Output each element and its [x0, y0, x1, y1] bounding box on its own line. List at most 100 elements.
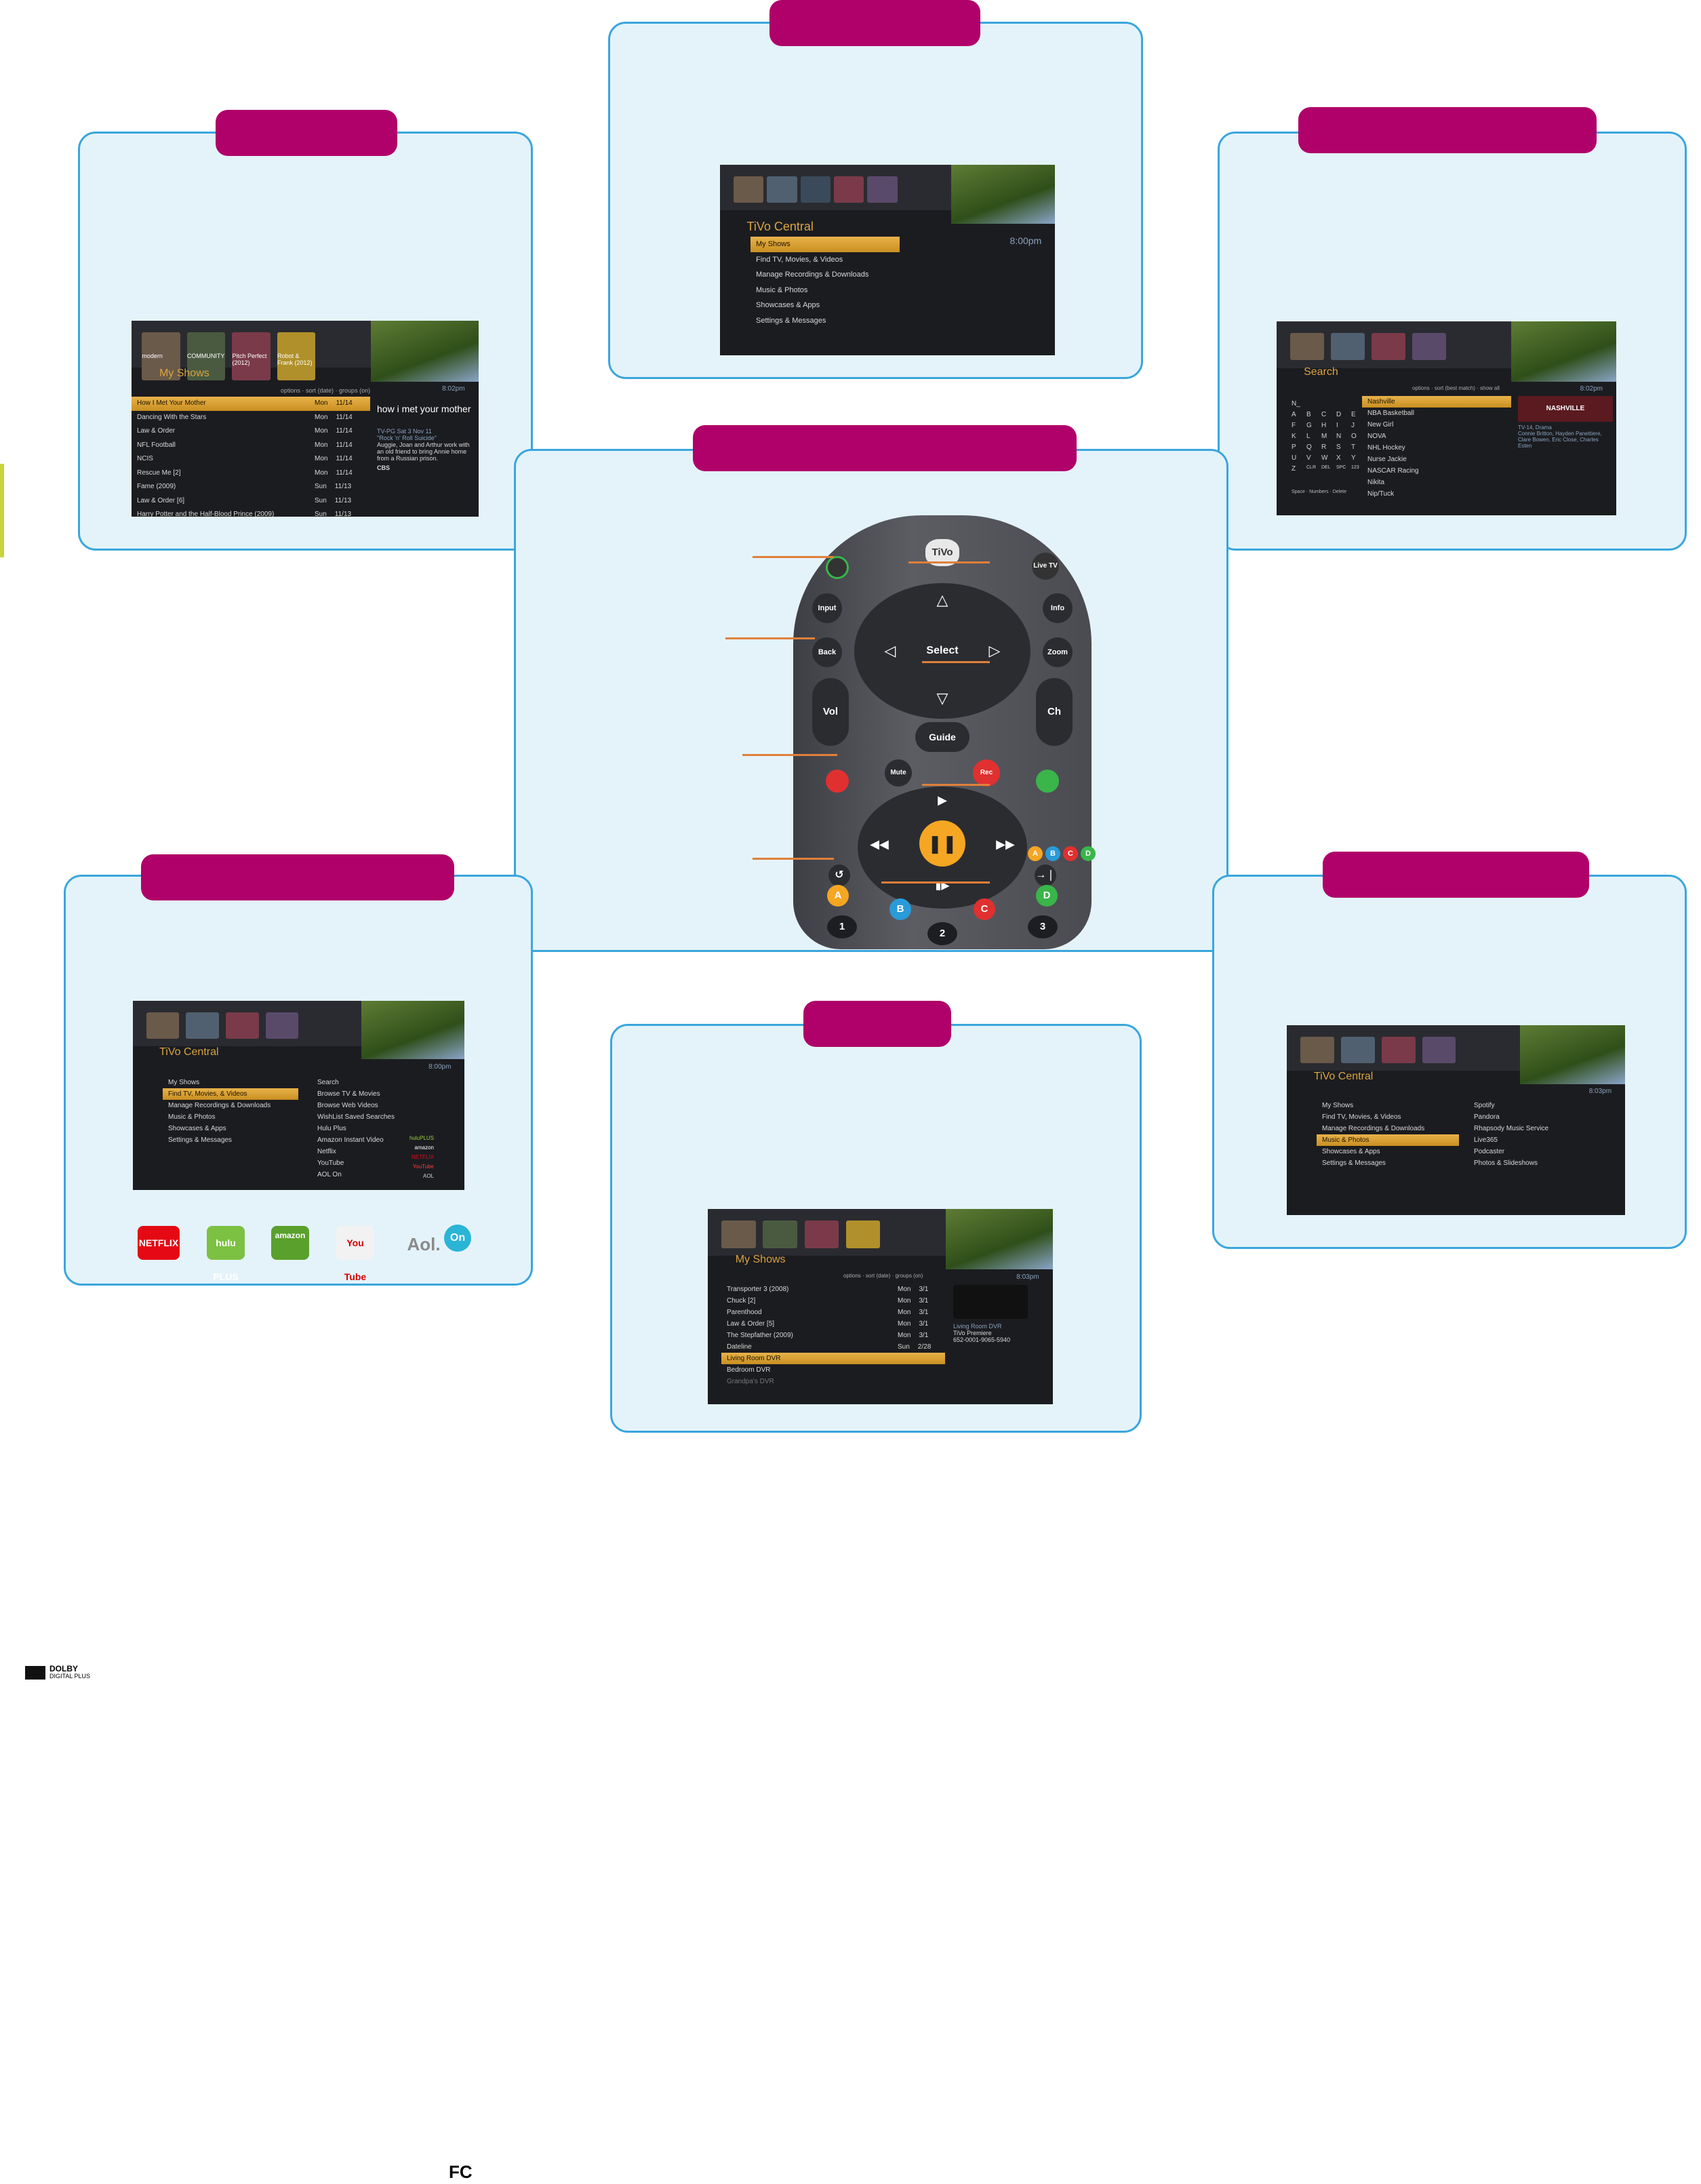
key-numbers[interactable]: Numbers	[1309, 490, 1329, 494]
key-letter[interactable]: F	[1292, 422, 1296, 429]
key-letter[interactable]: 123	[1351, 465, 1359, 470]
submenu-item[interactable]: AOL On	[317, 1171, 342, 1178]
spotify-item[interactable]: Spotify	[1474, 1102, 1495, 1109]
key-letter[interactable]: H	[1321, 422, 1327, 429]
menu-item-showcases-apps[interactable]: Showcases & Apps	[1322, 1148, 1380, 1155]
submenu-item[interactable]: Browse TV & Movies	[317, 1090, 380, 1098]
zoom-button[interactable]: Zoom	[1043, 637, 1073, 667]
up-arrow-icon[interactable]: △	[936, 591, 948, 608]
submenu-item[interactable]: Search	[317, 1079, 339, 1086]
key-letter[interactable]: Y	[1351, 454, 1356, 462]
key-letter[interactable]: G	[1306, 422, 1312, 429]
down-arrow-icon[interactable]: ▽	[936, 690, 948, 707]
rhapsody-item[interactable]: Rhapsody Music Service	[1474, 1125, 1549, 1132]
key-letter[interactable]: N	[1336, 433, 1342, 440]
submenu-item[interactable]: Amazon Instant Video	[317, 1136, 384, 1144]
list-item[interactable]: New Girl	[1367, 421, 1394, 429]
menu-item-my-shows[interactable]: My Shows	[1322, 1102, 1354, 1109]
list-item[interactable]: NHL Hockey	[1367, 444, 1405, 452]
list-item[interactable]: Nurse Jackie	[1367, 456, 1407, 463]
mute-button[interactable]: Mute	[885, 759, 912, 787]
key-letter[interactable]: J	[1351, 422, 1355, 429]
list-item[interactable]: NBA Basketball	[1367, 410, 1414, 417]
right-arrow-icon[interactable]: ▷	[988, 642, 1001, 659]
menu-item-music-photos[interactable]: Music & Photos	[168, 1113, 216, 1121]
menu-item-manage-recordings[interactable]: Manage Recordings & Downloads	[1322, 1125, 1425, 1132]
submenu-item[interactable]: Browse Web Videos	[317, 1102, 378, 1109]
info-button[interactable]: Info	[1043, 593, 1073, 623]
left-arrow-icon[interactable]: ◁	[884, 642, 896, 659]
live365-item[interactable]: Live365	[1474, 1136, 1498, 1144]
menu-item-manage-recordings[interactable]: Manage Recordings & Downloads	[756, 271, 869, 279]
submenu-item[interactable]: Netflix	[317, 1148, 336, 1155]
menu-item-settings[interactable]: Settings & Messages	[756, 316, 826, 325]
key-letter[interactable]: CLR	[1306, 465, 1317, 470]
thumbs-down-icon[interactable]	[826, 770, 849, 793]
key-letter[interactable]: K	[1292, 433, 1296, 440]
thumb-show[interactable]: COMMUNITY	[186, 332, 226, 380]
slow-icon[interactable]: ▮▶	[935, 880, 950, 892]
record-button[interactable]: Rec	[973, 759, 1000, 787]
key-letter[interactable]: Z	[1292, 465, 1296, 473]
device-item[interactable]: Living Room DVR	[721, 1353, 945, 1364]
menu-item-showcases-apps[interactable]: Showcases & Apps	[756, 301, 820, 310]
menu-item-music-photos[interactable]: Music & Photos	[1317, 1134, 1459, 1146]
menu-item-find-tv[interactable]: Find TV, Movies, & Videos	[1322, 1113, 1401, 1121]
pause-button[interactable]: ❚❚	[919, 820, 965, 867]
menu-item-my-shows[interactable]: My Shows	[751, 237, 900, 252]
key-letter[interactable]: D	[1336, 411, 1342, 418]
button-b[interactable]: B	[889, 898, 911, 920]
back-button[interactable]: Back	[812, 637, 842, 667]
key-letter[interactable]: T	[1351, 443, 1356, 451]
key-letter[interactable]: M	[1321, 433, 1327, 440]
key-letter[interactable]: X	[1336, 454, 1341, 462]
menu-item-music-photos[interactable]: Music & Photos	[756, 285, 808, 294]
menu-item-settings[interactable]: Settings & Messages	[1322, 1159, 1386, 1167]
podcaster-item[interactable]: Podcaster	[1474, 1148, 1505, 1155]
menu-item-settings[interactable]: Settings & Messages	[168, 1136, 232, 1144]
device-item[interactable]: Grandpa's DVR	[727, 1378, 774, 1385]
replay-icon[interactable]: ↺	[828, 865, 850, 886]
submenu-item[interactable]: YouTube	[317, 1159, 344, 1167]
fast-forward-icon[interactable]: ▶▶	[996, 837, 1015, 851]
device-item[interactable]: Bedroom DVR	[727, 1366, 771, 1374]
play-icon[interactable]: ▶	[938, 793, 947, 807]
submenu-item[interactable]: WishList Saved Searches	[317, 1113, 395, 1121]
advance-icon[interactable]: →❘	[1035, 865, 1056, 886]
list-item[interactable]: Nashville	[1362, 396, 1511, 408]
select-button[interactable]: Select	[908, 627, 976, 675]
key-letter[interactable]: S	[1336, 443, 1341, 451]
key-space[interactable]: Space	[1292, 490, 1305, 494]
key-letter[interactable]: B	[1306, 411, 1311, 418]
button-c[interactable]: C	[974, 898, 995, 920]
list-item[interactable]: Nikita	[1367, 479, 1385, 486]
key-letter[interactable]: C	[1321, 411, 1327, 418]
channel-rocker[interactable]: Ch	[1036, 678, 1073, 746]
button-d[interactable]: D	[1036, 885, 1058, 907]
button-a[interactable]: A	[827, 885, 849, 907]
thumb-show[interactable]: Pitch Perfect (2012)	[232, 332, 271, 380]
key-letter[interactable]: O	[1351, 433, 1357, 440]
photos-item[interactable]: Photos & Slideshows	[1474, 1159, 1538, 1167]
key-letter[interactable]: Q	[1306, 443, 1312, 451]
menu-item-find-tv[interactable]: Find TV, Movies, & Videos	[756, 255, 843, 264]
thumb-show[interactable]: modern	[142, 332, 180, 380]
menu-item-find-tv[interactable]: Find TV, Movies, & Videos	[163, 1088, 298, 1100]
number-button[interactable]: 1	[827, 915, 857, 938]
rewind-icon[interactable]: ◀◀	[870, 837, 889, 851]
search-query[interactable]: N_	[1292, 400, 1300, 408]
number-button[interactable]: 3	[1028, 915, 1058, 938]
key-letter[interactable]: R	[1321, 443, 1327, 451]
key-letter[interactable]: U	[1292, 454, 1297, 462]
